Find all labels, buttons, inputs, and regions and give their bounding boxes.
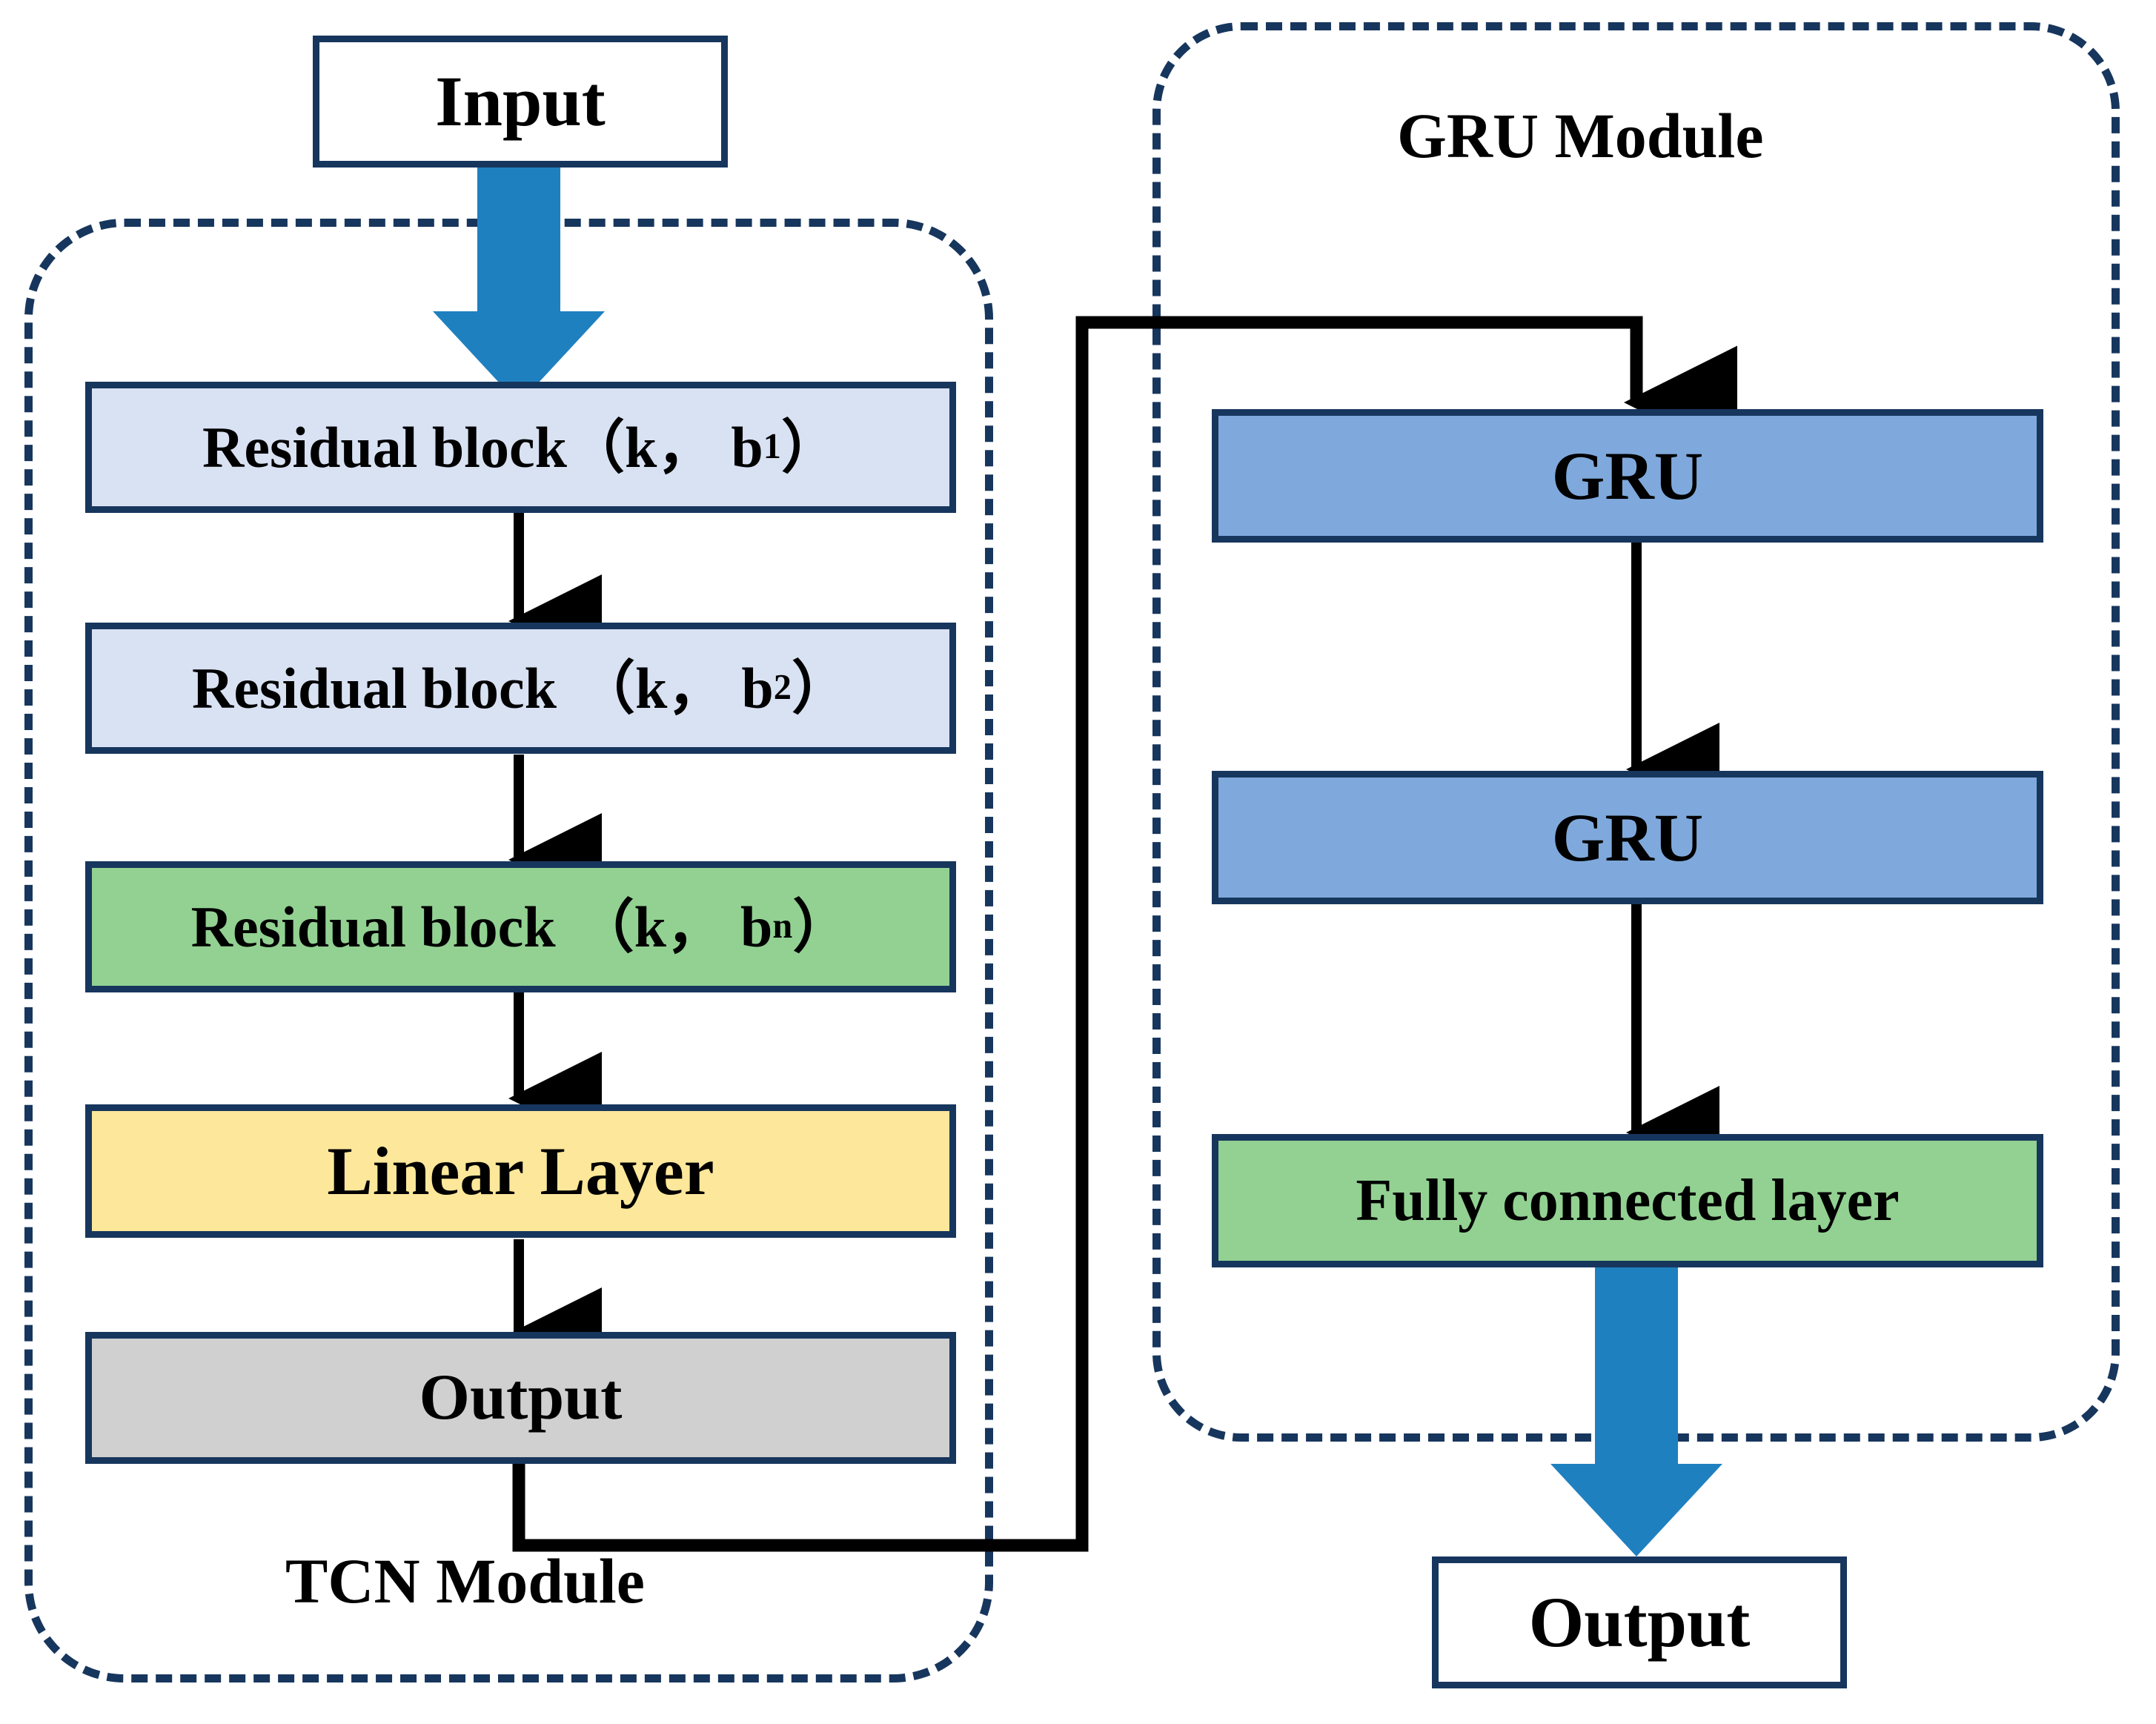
gru-1-node[interactable]: GRU — [1212, 409, 2043, 543]
gru-2-node[interactable]: GRU — [1212, 771, 2043, 904]
residual-block-n-arg-k: k， — [634, 894, 725, 959]
fully-connected-layer-node[interactable]: Fully connected layer — [1212, 1134, 2043, 1267]
residual-block-n-args-open: （ — [576, 894, 634, 959]
residual-block-2-arg-superscript: 2 — [773, 668, 792, 708]
residual-block-n-arg-b: b — [740, 894, 773, 959]
residual-block-2-arg-b: b — [741, 655, 774, 720]
tcn-output-node[interactable]: Output — [85, 1332, 956, 1464]
gru-module-label: GRU Module — [1397, 100, 1764, 171]
residual-block-2-prefix: Residual block — [192, 655, 557, 720]
tcn-module-label: TCN Module — [285, 1545, 645, 1617]
residual-block-1-arg-b: b — [731, 414, 763, 480]
residual-block-2-node[interactable]: Residual block （ k， b 2 ） — [85, 623, 956, 754]
linear-layer-label: Linear Layer — [327, 1133, 714, 1209]
input-node[interactable]: Input — [313, 36, 728, 168]
input-node-label: Input — [435, 62, 606, 141]
residual-block-1-node[interactable]: Residual block （ k， b 1 ） — [85, 382, 956, 513]
tcn-output-label: Output — [419, 1362, 623, 1433]
residual-block-n-arg-superscript: n — [772, 906, 793, 946]
linear-layer-node[interactable]: Linear Layer — [85, 1104, 956, 1238]
gru-2-label: GRU — [1551, 800, 1704, 875]
residual-block-1-args-open: （ — [566, 414, 625, 480]
final-output-label: Output — [1528, 1582, 1751, 1662]
final-output-node[interactable]: Output — [1432, 1556, 1847, 1688]
gru-1-label: GRU — [1551, 438, 1704, 514]
residual-block-2-args-close: ） — [791, 655, 849, 720]
residual-block-n-node[interactable]: Residual block （ k， b n ） — [85, 861, 956, 992]
residual-block-1-arg-k: k， — [625, 414, 715, 480]
residual-block-2-args-open: （ — [577, 655, 635, 720]
residual-block-2-arg-k: k， — [635, 655, 726, 720]
residual-block-n-prefix: Residual block — [190, 894, 556, 959]
residual-block-1-args-close: ） — [780, 414, 839, 480]
residual-block-1-prefix: Residual block — [202, 414, 567, 480]
fully-connected-layer-label: Fully connected layer — [1356, 1168, 1900, 1233]
residual-block-n-args-close: ） — [792, 894, 851, 959]
residual-block-1-arg-superscript: 1 — [763, 427, 781, 467]
